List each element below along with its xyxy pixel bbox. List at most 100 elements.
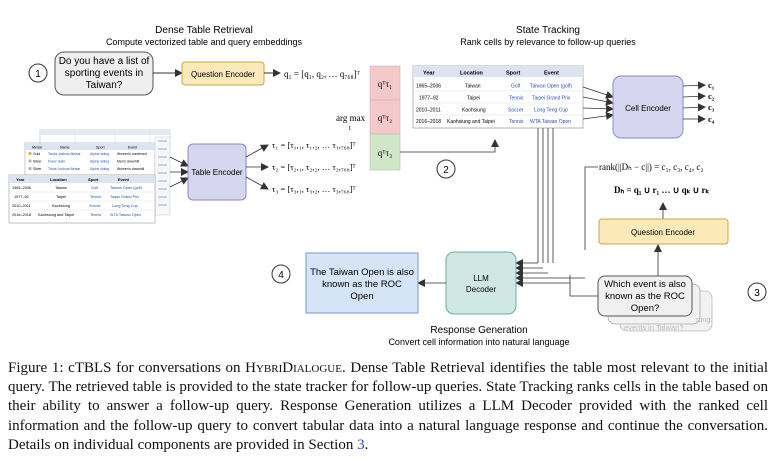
svg-text:Medal: Medal [32,146,42,150]
svg-text:Silver: Silver [33,167,42,171]
cell-emb-4: c₄ [708,114,715,124]
svg-text:Tennis: Tennis [509,96,524,102]
tau1-embedding: τ₁ = [τ₁,₁, τ₁,₂, … τ₁,₇₆₈]ᵀ [272,140,356,150]
retrieval-subtitle: Compute vectorized table and query embed… [106,37,303,47]
caption-part1: cTBLS for conversations on [68,360,241,376]
svg-text:Silver: Silver [33,160,42,164]
svg-text:Kaohsiung: Kaohsiung [52,204,70,208]
svg-text:Tennis: Tennis [90,195,101,199]
svg-text:Golf: Golf [511,84,521,90]
svg-text:Sport: Sport [88,177,99,182]
followup-bubble-stack: events in Taiwan? rting Which event is a… [597,275,713,332]
svg-text:2: 2 [443,165,449,176]
svg-text:WTA Taiwan Open: WTA Taiwan Open [110,213,141,217]
svg-text:Event: Event [128,146,137,150]
score-1: qᵀτ₁ [378,79,393,89]
svg-text:Year: Year [423,71,435,77]
svg-text:Do you have a list of: Do you have a list of [59,56,150,67]
svg-text:WTA Taiwan Open: WTA Taiwan Open [530,119,571,125]
svg-text:Franz Gabl: Franz Gabl [48,160,65,164]
svg-text:Taiwan Open (golf): Taiwan Open (golf) [110,186,143,190]
svg-text:Kaohsiung and Taipei: Kaohsiung and Taipei [447,119,495,125]
svg-text:Taipei: Taipei [467,96,480,102]
caption-end: . [364,436,369,453]
svg-text:Kaohsiung: Kaohsiung [462,108,486,114]
svg-text:Taiwan Open (golf): Taiwan Open (golf) [530,84,572,90]
svg-text:Kaohsiung and Taipei: Kaohsiung and Taipei [38,213,74,217]
svg-text:Taipei Grand Prix: Taipei Grand Prix [110,195,139,199]
question-encoder-top: Question Encoder [181,61,265,86]
svg-text:Taipei: Taipei [56,195,66,199]
llm-decoder: LLM Decoder [445,251,517,315]
retrieval-title: Dense Table Retrieval [155,25,253,36]
step-4-marker: 4 [271,264,291,284]
svg-text:LLM: LLM [473,274,489,283]
svg-text:Taiwan?: Taiwan? [86,80,123,91]
followup-line-2: known as the ROC [605,291,685,302]
svg-text:2016–2018: 2016–2018 [12,213,31,217]
table-encoder: Table Encoder [187,143,247,201]
caption-part2: . Dense Table Retrieval identifies the t… [8,360,769,453]
svg-text:Sport: Sport [96,146,105,150]
svg-text:Sport: Sport [506,71,521,77]
svg-text:2016–2018: 2016–2018 [416,119,441,125]
step-1-marker: 1 [28,63,48,83]
svg-text:Soccer: Soccer [508,108,524,114]
response-line-1: The Taiwan Open is also [310,267,414,278]
svg-text:Soccer: Soccer [89,204,102,208]
followup-line-3: Open? [631,303,660,314]
retrieved-table: Year Location Sport Event 1965–2006 Taiw… [412,65,584,129]
tau3-embedding: τ₃ = [τ₃,₁, τ₃,₂, … τ₃,₇₆₈]ᵀ [272,184,356,194]
svg-text:Golf: Golf [91,186,99,190]
rank-formula: rank(||Dₕ − c||) = c₁, c₃, c₄, c₂ [599,162,704,172]
svg-text:Tennis: Tennis [90,213,101,217]
state-subtitle: Rank cells by relevance to follow-up que… [460,37,636,47]
query-embedding: q₁ = [q₁, q₂, … q₇₆₈]ᵀ [284,69,361,79]
svg-text:Cell Encoder: Cell Encoder [625,104,671,113]
svg-text:sporting events in: sporting events in [65,68,143,79]
ghost-text-1: events in Taiwan? [624,323,683,332]
svg-text:2010–2011: 2010–2011 [416,108,441,114]
response-line-2: known as the ROC [322,279,402,290]
svg-text:Question Encoder: Question Encoder [631,228,695,237]
svg-text:1977–92: 1977–92 [14,195,29,199]
argmax-subscript: t [349,124,351,132]
initial-query-bubble: Do you have a list of sporting events in… [54,51,154,96]
similarity-scores: qᵀτ₁ qᵀτ₂ qᵀτ₃ [369,65,401,171]
history-formula: Dₕ = q₁ ∪ r₁ … ∪ qₖ ∪ rₖ [614,185,710,195]
svg-text:1: 1 [35,69,41,80]
cell-emb-2: c₂ [708,91,715,101]
svg-text:Year: Year [16,177,25,182]
caption-section-link[interactable]: 3 [357,436,365,453]
cell-encoder: Cell Encoder [612,75,684,139]
svg-text:Men's downhill: Men's downhill [117,160,139,164]
svg-text:Tennis: Tennis [509,119,524,125]
score-2: qᵀτ₂ [378,113,393,123]
svg-text:Event: Event [544,71,559,77]
response-subtitle: Convert cell information into natural la… [388,337,569,347]
svg-text:Name: Name [60,146,70,150]
response-line-3: Open [350,291,373,302]
svg-text:Long Teng Cup: Long Teng Cup [534,108,568,114]
svg-text:Women's downhill: Women's downhill [117,167,144,171]
svg-text:2010–2011: 2010–2011 [12,204,31,208]
svg-text:Taiwan: Taiwan [55,186,67,190]
svg-text:Location: Location [50,177,67,182]
figure-caption: Figure 1: cTBLS for conversations on Hyb… [8,359,768,455]
question-encoder-right: Question Encoder [598,218,729,245]
svg-text:Event: Event [118,177,130,182]
response-box: The Taiwan Open is also known as the ROC… [305,252,419,314]
state-title: State Tracking [516,25,580,36]
svg-text:1965–2006: 1965–2006 [416,84,441,90]
caption-label: Figure 1: [8,360,64,376]
svg-text:Taipei Grand Prix: Taipei Grand Prix [532,96,571,102]
score-3: qᵀτ₃ [378,148,393,158]
cell-emb-1: c₁ [708,80,715,90]
svg-text:Trude Joshum-Beisar: Trude Joshum-Beisar [48,167,81,171]
svg-text:Tsuda Joshum-Beisar: Tsuda Joshum-Beisar [48,152,81,156]
svg-text:1977–92: 1977–92 [419,96,439,102]
caption-dataset: HybriDialogue [245,360,342,376]
response-title: Response Generation [430,325,527,336]
svg-text:Table Encoder: Table Encoder [191,168,242,177]
cell-emb-3: c₃ [708,102,715,112]
